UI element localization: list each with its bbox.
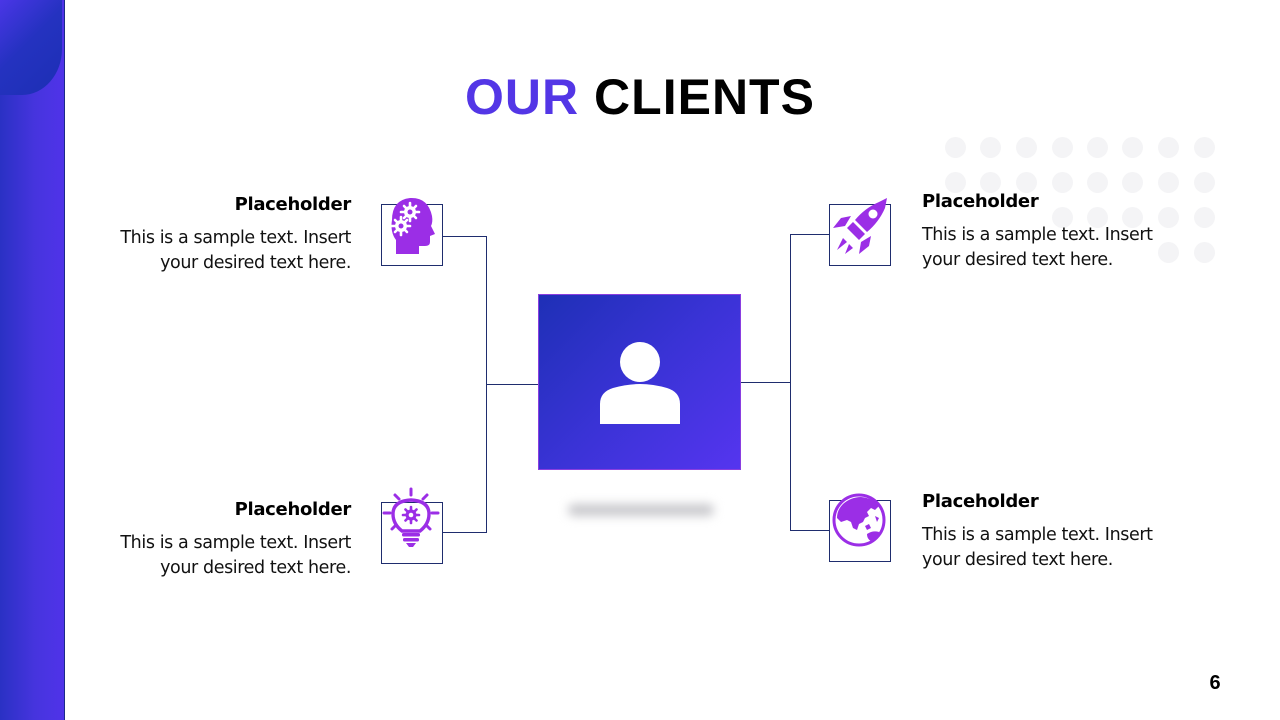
item-body: This is a sample text. Insert your desir… [922, 525, 1153, 570]
item-title: Placeholder [922, 191, 1039, 212]
connector-line [486, 384, 538, 385]
text-block-bottom-left: Placeholder This is a sample text. Inser… [51, 498, 351, 581]
center-client-box [538, 294, 741, 470]
sidebar-accent-bar [0, 0, 65, 720]
page-title: OUR CLIENTS [0, 68, 1280, 126]
connector-line [442, 532, 487, 533]
connector-line [790, 234, 791, 531]
item-title: Placeholder [234, 499, 352, 520]
globe-icon [832, 493, 886, 547]
user-icon [600, 342, 680, 424]
text-block-bottom-right: Placeholder This is a sample text. Inser… [922, 490, 1222, 573]
center-shadow [568, 504, 714, 516]
title-accent: OUR [465, 69, 580, 125]
text-block-top-left: Placeholder This is a sample text. Inser… [51, 193, 351, 276]
item-title: Placeholder [234, 194, 352, 215]
item-body: This is a sample text. Insert your desir… [120, 228, 351, 273]
item-title: Placeholder [922, 491, 1039, 512]
sidebar-corner-shape [0, 0, 62, 95]
connector-line [442, 236, 487, 237]
icon-box-top-right [829, 204, 891, 266]
title-rest: CLIENTS [594, 69, 815, 125]
connector-line [790, 530, 830, 531]
connector-line [790, 234, 830, 235]
dot-grid-decoration [945, 137, 1225, 277]
lightbulb-gear-icon [382, 487, 440, 547]
page-number: 6 [1209, 672, 1221, 694]
item-body: This is a sample text. Insert your desir… [922, 225, 1153, 270]
text-block-top-right: Placeholder This is a sample text. Inser… [922, 190, 1222, 273]
icon-box-bottom-left [381, 502, 443, 564]
item-body: This is a sample text. Insert your desir… [120, 533, 351, 578]
connector-line [741, 382, 791, 383]
rocket-icon [833, 198, 887, 254]
head-gears-icon [390, 197, 435, 254]
